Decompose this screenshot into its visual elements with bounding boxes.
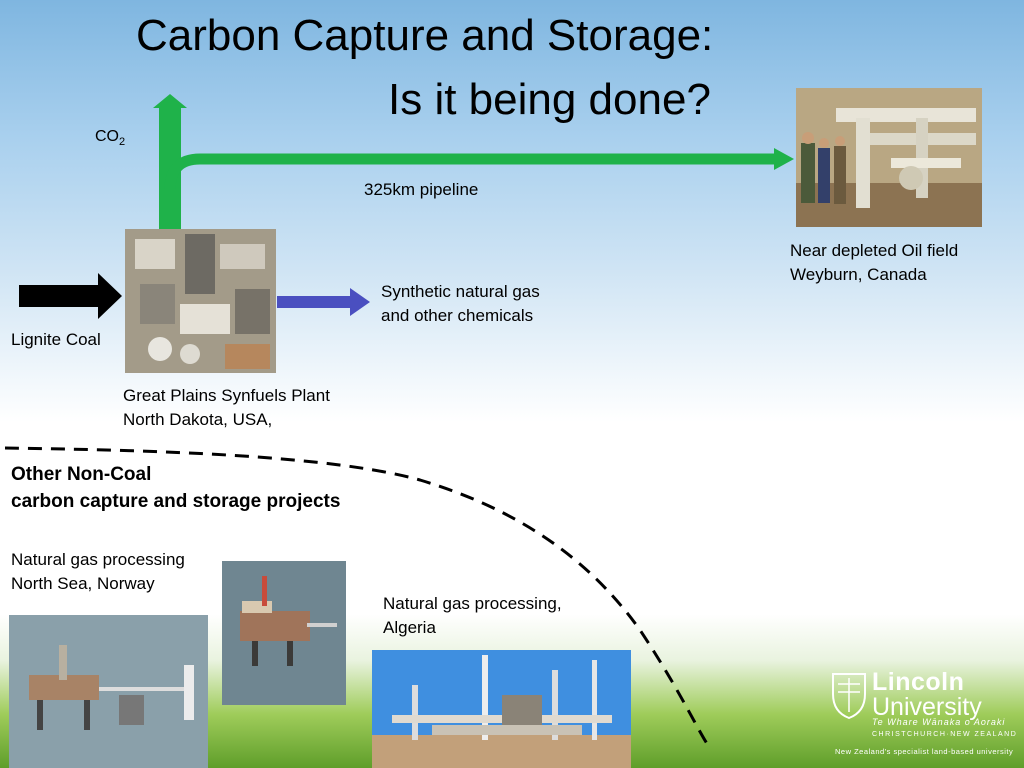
plant-building-2 [185,234,215,294]
logo-location: CHRISTCHURCH·NEW ZEALAND [872,731,1018,738]
pipeline-arrow [164,153,776,230]
norway-platform-leg-2 [287,641,293,666]
algeria-structure [502,695,542,725]
algeria-pipe-2 [432,725,582,735]
plant-building-5 [180,304,230,334]
north-sea-platform-2 [119,695,144,725]
oilfield-worker-1 [801,143,815,203]
oilfield-line2: Weyburn, Canada [790,265,927,284]
oilfield-valve [899,166,923,190]
oilfield-pipe-5 [891,158,961,168]
co2-subscript: 2 [119,136,126,149]
oilfield-pipe-1 [836,108,976,122]
oilfield-worker-head-2 [819,138,829,148]
logo-motto: Te Whare Wānaka o Aoraki [872,717,1006,727]
norway-platform-deck-top [242,601,272,613]
co2-base: CO [95,128,119,145]
oilfield-worker-head-1 [802,132,814,144]
algeria-stack-2 [482,655,488,740]
oilfield-worker-2 [818,148,830,203]
north-sea-bridge [99,687,189,691]
product-arrow [277,288,370,316]
north-sea-flare-tower [184,665,194,720]
north-sea-rig-tower [59,645,67,680]
plant-building-3 [220,244,265,269]
oilfield-worker-head-3 [835,136,845,146]
norway-platform-photo [222,561,346,705]
plant-photo-art [125,229,276,373]
oilfield-photo-art [796,88,982,227]
plant-building-6 [235,289,270,334]
plant-line2: North Dakota, USA, [123,410,273,429]
logo-name-1: Lincoln [872,668,965,696]
algeria-photo [372,650,631,768]
oilfield-line1: Near depleted Oil field [790,241,959,260]
plant-building-1 [135,239,175,269]
plant-tank-2 [180,344,200,364]
algeria-art [372,650,631,768]
norway-platform-art [222,561,346,705]
algeria-stack-3 [552,670,558,740]
algeria-stack-4 [592,660,597,740]
plant-photo [125,229,276,373]
north-sea-rig-leg-1 [37,700,43,730]
logo-tagline: New Zealand's specialist land-based univ… [835,747,1014,756]
university-crest-emblem [838,678,860,712]
page-title-line2: Is it being done? [388,75,711,124]
page-title-line1: Carbon Capture and Storage: [136,11,714,60]
coal-arrow [19,273,122,319]
north-sea-rig-leg-2 [84,700,90,730]
algeria-line1: Natural gas processing, [383,594,562,613]
north-sea-art [9,615,208,768]
synthetic-line2: and other chemicals [381,306,534,325]
other-heading-line1: Other Non-Coal [11,464,152,485]
dashed-divider [4,446,712,749]
norway-platform-deck [240,611,310,641]
synthetic-line1: Synthetic natural gas [381,282,540,301]
co2-label: CO2 [95,125,125,154]
plant-line1: Great Plains Synfuels Plant [123,386,330,405]
norway-line2: North Sea, Norway [11,574,155,593]
algeria-line2: Algeria [383,618,436,637]
university-crest-shield [832,673,866,720]
plant-ground-patch [225,344,270,369]
north-sea-photo [9,615,208,768]
oilfield-photo [796,88,982,227]
coal-label: Lignite Coal [11,330,101,349]
pipeline-label: 325km pipeline [364,180,479,199]
plant-tank-1 [148,337,172,361]
university-crest-icon [832,673,866,720]
norway-platform-leg-1 [252,641,258,666]
algeria-stack-1 [412,685,418,740]
norway-line1: Natural gas processing [11,550,185,569]
logo-name-2: University [872,693,982,721]
plant-building-4 [140,284,175,324]
algeria-ground [372,735,631,768]
oilfield-worker-3 [834,146,846,204]
co2-up-arrowhead [153,94,187,108]
pipeline-arrowhead [774,148,794,170]
norway-platform-tower [262,576,267,606]
oilfield-pipe-3 [856,118,870,208]
other-heading-line2: carbon capture and storage projects [11,491,341,512]
norway-platform-bridge [307,623,337,627]
